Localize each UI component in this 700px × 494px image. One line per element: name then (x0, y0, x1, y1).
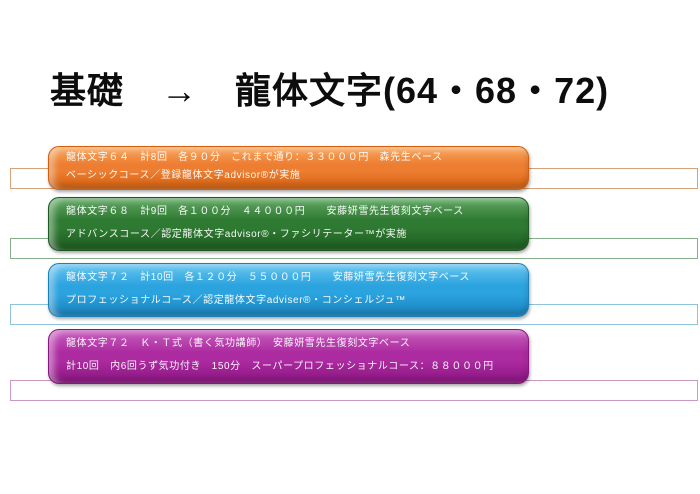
course-summary-line: 龍体文字７２ Ｋ・Ｔ式（書く気功講師） 安藤妍雪先生復刻文字ベース (66, 338, 411, 349)
slide-title: 基礎 → 龍体文字(64・68・72) (50, 70, 610, 111)
course-summary-line: 龍体文字６８ 計9回 各１００分 ４４０００円 安藤妍雪先生復刻文字ベース (66, 206, 464, 217)
course-detail-line: ベーシックコース／登録龍体文字advisor®が実施 (66, 170, 301, 181)
course-card: 龍体文字６８ 計9回 各１００分 ４４０００円 安藤妍雪先生復刻文字ベース アド… (48, 197, 529, 251)
course-card: 龍体文字７２ 計10回 各１２０分 ５５０００円 安藤妍雪先生復刻文字ベース プ… (48, 263, 529, 317)
course-detail-line: プロフェッショナルコース／認定龍体文字adviser®・コンシェルジュ™ (66, 295, 406, 306)
course-card: 龍体文字６４ 計8回 各９０分 これまで通り：３３０００円 森先生ベース ベーシ… (48, 146, 529, 190)
course-detail-line: 計10回 内6回うず気功付き 150分 スーパープロフェッショナルコース：８８０… (66, 361, 494, 372)
course-summary-line: 龍体文字６４ 計8回 各９０分 これまで通り：３３０００円 森先生ベース (66, 152, 443, 163)
course-summary-line: 龍体文字７２ 計10回 各１２０分 ５５０００円 安藤妍雪先生復刻文字ベース (66, 272, 471, 283)
course-detail-line: アドバンスコース／認定龍体文字advisor®・ファシリテーター™が実施 (66, 229, 408, 240)
course-card: 龍体文字７２ Ｋ・Ｔ式（書く気功講師） 安藤妍雪先生復刻文字ベース 計10回 内… (48, 329, 529, 384)
